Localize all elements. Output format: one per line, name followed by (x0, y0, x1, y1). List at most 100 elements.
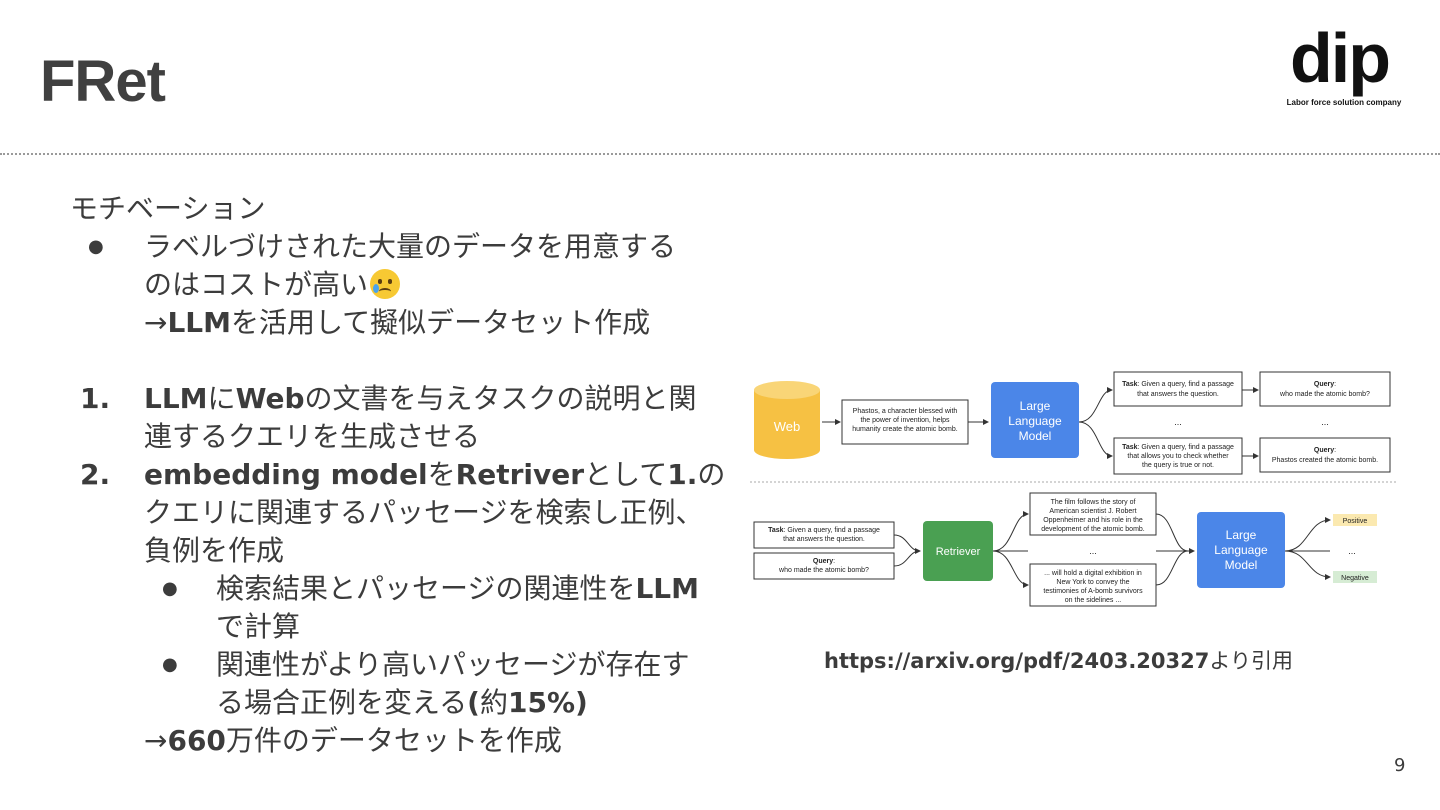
step-number: 1. (80, 382, 111, 415)
task-box-1 (1113, 371, 1243, 407)
llm-label: Language (1008, 414, 1062, 428)
bold-term: LLM (167, 306, 232, 339)
logo-tagline: Labor force solution company (1286, 98, 1402, 107)
svg-text:... will hold a digital exhibi: ... will hold a digital exhibition in (1044, 570, 1142, 577)
bullet-text: を活用して擬似データセット作成 (231, 306, 651, 339)
ellipsis: ... (1174, 417, 1182, 427)
sub-line: で計算 (216, 610, 301, 643)
bold-term: embedding model (144, 458, 428, 491)
step-line: 負例を作成 (144, 534, 285, 567)
sub-line: る場合正例を変える(約15%) (216, 686, 588, 719)
sub-line: 関連性がより高いパッセージが存在す (216, 648, 690, 681)
svg-text:testimonies of A-bomb survivor: testimonies of A-bomb survivors (1043, 588, 1143, 595)
llm-label: Model (1019, 429, 1052, 443)
svg-text:Model: Model (1225, 558, 1258, 572)
svg-text:Language: Language (1214, 543, 1268, 557)
svg-text:Oppenheimer and his role in th: Oppenheimer and his role in the (1043, 517, 1143, 524)
bullet-line: →LLMを活用して擬似データセット作成 (144, 304, 740, 342)
tear-drop (373, 284, 380, 293)
query-label: Query (1314, 381, 1334, 388)
svg-text:on the sidelines ...: on the sidelines ... (1065, 597, 1121, 604)
bold-term: LLM (635, 572, 699, 605)
header-divider (0, 153, 1440, 155)
svg-text:who made the atomic bomb?: who made the atomic bomb? (778, 567, 869, 574)
svg-text:that allows you to check wheth: that allows you to check whether (1127, 453, 1229, 460)
fret-pipeline-figure: Web Phastos, a character blessed with th… (748, 370, 1398, 610)
step-number: 2. (80, 458, 111, 491)
crying-face-icon (370, 269, 401, 299)
svg-text:Query:: Query: (1314, 447, 1336, 454)
bullet-line: ラベルづけされた大量のデータを用意する (144, 230, 677, 263)
bold-term: Web (235, 382, 305, 415)
passage-box-1 (1029, 492, 1157, 536)
llm-box-top (991, 382, 1079, 458)
svg-text:that answers the question.: that answers the question. (783, 536, 865, 543)
slide-body: モチベーション ● ラベルづけされた大量のデータを用意する のはコストが高い →… (70, 190, 740, 760)
task-input-box (753, 521, 895, 549)
step-line: LLMにWebの文書を与えタスクの説明と関 (144, 382, 697, 415)
result-line: →660万件のデータセットを作成 (144, 724, 562, 757)
query-box-2 (1259, 437, 1391, 473)
svg-text:American scientist J. Robert: American scientist J. Robert (1049, 508, 1136, 515)
svg-text:Query:: Query: (813, 558, 835, 565)
svg-text:...: ... (1348, 546, 1356, 556)
bullet-text: のはコストが高い (144, 268, 369, 301)
bold-term: 1. (667, 458, 698, 491)
motivation-bullet: ● ラベルづけされた大量のデータを用意する のはコストが高い →LLMを活用して… (70, 228, 740, 342)
web-database: Web (754, 381, 820, 459)
retriever-label: Retriever (936, 546, 981, 558)
svg-text:Task: Given a query, find a pa: Task: Given a query, find a passage (1122, 444, 1234, 451)
task-box-2 (1113, 437, 1243, 475)
step-1: 1. LLMにWebの文書を与えタスクの説明と関 連するクエリを生成させる (70, 380, 740, 456)
step-2: 2. embedding modelをRetriverとして1.の クエリに関連… (70, 456, 740, 570)
doc-text: Phastos, a character blessed with (853, 408, 958, 415)
svg-text:that answers the question.: that answers the question. (1137, 391, 1219, 398)
svg-text:Large: Large (1226, 528, 1257, 542)
svg-text:development of the atomic bomb: development of the atomic bomb. (1041, 526, 1145, 533)
bullet-dot: ● (162, 654, 178, 675)
svg-text:The film follows the story of: The film follows the story of (1051, 499, 1136, 506)
svg-text:Phastos created the atomic bom: Phastos created the atomic bomb. (1272, 457, 1378, 464)
negative-label: Negative (1341, 575, 1369, 582)
svg-text:...: ... (1321, 417, 1329, 427)
positive-label-box (1333, 514, 1377, 526)
step-line: クエリに関連するパッセージを検索し正例、 (144, 496, 704, 529)
query-input-box (753, 552, 895, 580)
llm-box-bottom (1197, 512, 1285, 588)
sub-bullet-2: ● 関連性がより高いパッセージが存在す る場合正例を変える(約15%) (70, 646, 740, 722)
bold-term: Retriver (455, 458, 585, 491)
bold-term: LLM (144, 382, 208, 415)
svg-text:the query is true or not.: the query is true or not. (1142, 462, 1214, 469)
page-number: 9 (1394, 755, 1406, 776)
sub-line: 検索結果とパッセージの関連性をLLM (216, 572, 699, 605)
arrow: → (144, 306, 168, 339)
step-line: embedding modelをRetriverとして1.の (144, 458, 726, 491)
svg-text:Query:: Query: (1314, 381, 1336, 388)
bullet-dot: ● (162, 578, 178, 599)
negative-label-box (1333, 571, 1377, 583)
doc-text: humanity create the atomic bomb. (852, 426, 957, 433)
positive-label: Positive (1343, 518, 1368, 525)
svg-text:Task: Given a query, find a pa: Task: Given a query, find a passage (768, 527, 880, 534)
task-label: Task (1122, 381, 1138, 388)
bullet-dot: ● (88, 236, 104, 257)
sub-bullet-1: ● 検索結果とパッセージの関連性をLLM で計算 (70, 570, 740, 646)
pipeline-diagram: Web Phastos, a character blessed with th… (750, 371, 1396, 607)
arrow: → (144, 724, 168, 757)
dip-logo: dip Labor force solution company (1278, 19, 1410, 110)
citation-url[interactable]: https://arxiv.org/pdf/2403.20327 (824, 649, 1210, 673)
bold-term: 660 (167, 724, 226, 757)
citation: https://arxiv.org/pdf/2403.20327より引用 (824, 645, 1293, 675)
svg-text:Task: Given a query, find a pa: Task: Given a query, find a passage (1122, 381, 1234, 388)
citation-suffix: より引用 (1209, 649, 1293, 673)
bullet-line: のはコストが高い (144, 266, 740, 304)
svg-text:...: ... (1089, 546, 1097, 556)
passage-box-2 (1029, 563, 1157, 607)
llm-label: Large (1020, 399, 1051, 413)
query-box-1 (1259, 371, 1391, 407)
retriever-box (923, 521, 993, 581)
step-line: 連するクエリを生成させる (144, 420, 481, 453)
slide-title: FRet (40, 49, 166, 114)
logo-wordmark: dip (1290, 19, 1391, 97)
svg-text:who made the atomic bomb?: who made the atomic bomb? (1279, 391, 1370, 398)
